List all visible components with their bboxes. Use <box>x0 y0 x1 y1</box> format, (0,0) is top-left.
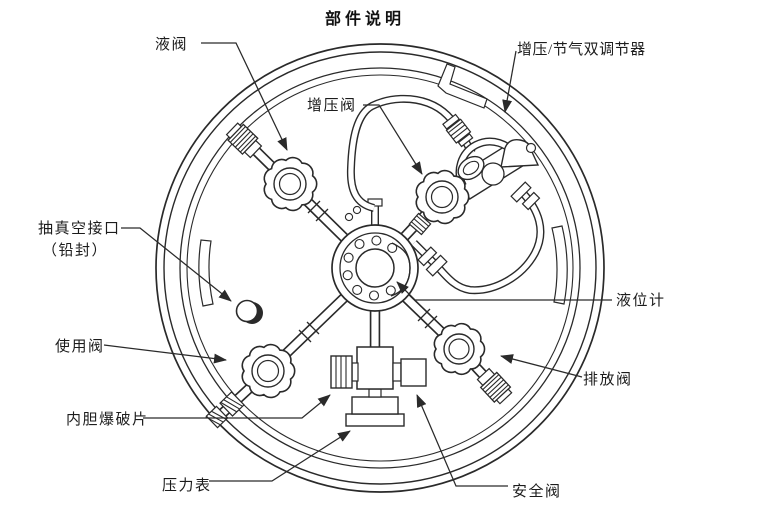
label-burst-disc: 内胆爆破片 <box>66 411 149 428</box>
leader-burst-disc <box>143 394 331 419</box>
leader-liquid-valve <box>201 42 288 151</box>
label-drain-valve: 排放阀 <box>583 371 633 388</box>
loop-joint-bolt <box>352 205 362 215</box>
loop-coupling <box>442 113 474 148</box>
right-wall-bracket <box>551 225 568 305</box>
page-title: 部件说明 <box>325 9 405 28</box>
pressure-gauge-body <box>351 396 399 415</box>
tank-outer-wall <box>155 43 605 493</box>
flange-bolt-holes <box>342 235 398 301</box>
leader-safety-valve <box>416 394 508 487</box>
pressurize-valve-handwheel <box>415 169 470 225</box>
label-vacuum-port-line2: （铅封） <box>42 242 108 259</box>
left-wall-bracket <box>198 239 214 307</box>
liquid-valve-handwheel <box>263 156 318 212</box>
dual-regulator <box>455 137 541 211</box>
label-vacuum-port-line1: 抽真空接口 <box>38 219 121 237</box>
gauge-cross-assembly <box>330 346 427 427</box>
pressure-gauge-base <box>345 413 405 427</box>
regulator-body-circle <box>481 162 505 186</box>
leader-drain-valve <box>500 354 583 378</box>
loop-joint-bolt <box>344 212 354 222</box>
pipe-pressurize-loop <box>346 94 476 212</box>
regulator-outlet-bands <box>510 181 541 211</box>
top-wall-bracket <box>437 63 488 109</box>
pipe-couplings <box>298 200 438 343</box>
return-elbow-fitting <box>417 246 448 277</box>
pipe-regulator-return <box>411 187 545 295</box>
use-valve-handwheel <box>241 343 296 399</box>
drain-valve-plug <box>476 367 513 405</box>
leader-dual-regulator <box>502 50 517 113</box>
label-use-valve: 使用阀 <box>55 338 105 355</box>
leader-pressure-gauge <box>209 430 351 482</box>
leader-vacuum-port <box>121 227 232 302</box>
leader-lines <box>103 42 612 487</box>
leader-pressurize-valve <box>363 104 423 175</box>
regulator-dome <box>500 138 540 168</box>
burst-disc-cap <box>330 355 359 389</box>
label-pressure-gauge: 压力表 <box>162 477 212 494</box>
label-safety-valve: 安全阀 <box>512 482 562 500</box>
tank-inner-wall <box>179 67 581 469</box>
label-level-gauge: 液位计 <box>616 292 666 309</box>
leader-level-gauge <box>396 281 612 301</box>
leader-use-valve <box>103 344 227 364</box>
regulator-side-port <box>457 155 485 181</box>
liquid-valve-plug <box>225 122 263 159</box>
label-liquid-valve: 液阀 <box>155 36 188 53</box>
cross-block <box>356 346 394 390</box>
drain-valve-handwheel <box>433 322 486 376</box>
label-dual-regulator: 增压/节气双调节器 <box>517 41 646 58</box>
pressurize-pipe-coupling <box>408 212 432 236</box>
vacuum-port <box>235 299 263 324</box>
label-pressurize-valve: 增压阀 <box>307 97 357 114</box>
level-gauge-flange <box>331 224 419 312</box>
safety-valve-fitting <box>392 358 427 387</box>
